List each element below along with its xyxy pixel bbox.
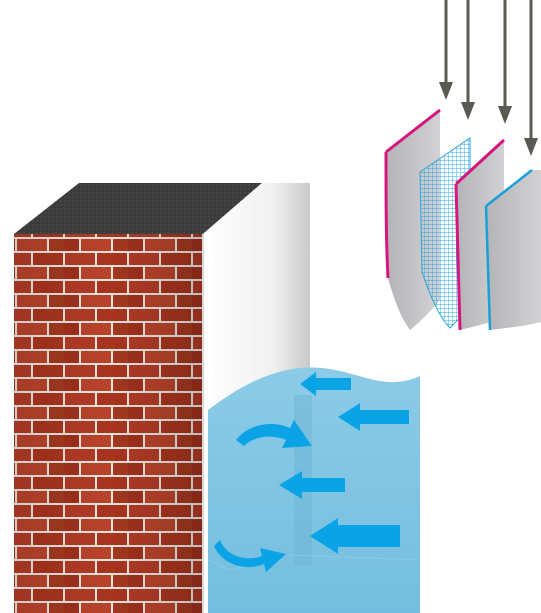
arrow-left-icon bbox=[300, 372, 351, 396]
arrow-down-icon bbox=[524, 0, 538, 156]
arrow-down-icon bbox=[498, 0, 512, 124]
arrow-down-icon bbox=[439, 0, 453, 100]
arrow-down-icon bbox=[461, 0, 475, 120]
arrow-left-icon bbox=[279, 471, 345, 499]
arrow-left-icon bbox=[310, 518, 400, 554]
panel-icon bbox=[484, 169, 541, 331]
load-arrows bbox=[439, 0, 538, 156]
brick-wall-icon bbox=[14, 183, 262, 613]
curved-arrow-icon bbox=[214, 540, 286, 572]
layer-stack bbox=[384, 108, 541, 331]
flow-arrows bbox=[279, 372, 409, 554]
curved-arrows bbox=[214, 420, 312, 572]
curved-arrow-icon bbox=[236, 420, 312, 448]
wall-top-face bbox=[14, 183, 262, 234]
arrow-left-icon bbox=[338, 403, 409, 431]
